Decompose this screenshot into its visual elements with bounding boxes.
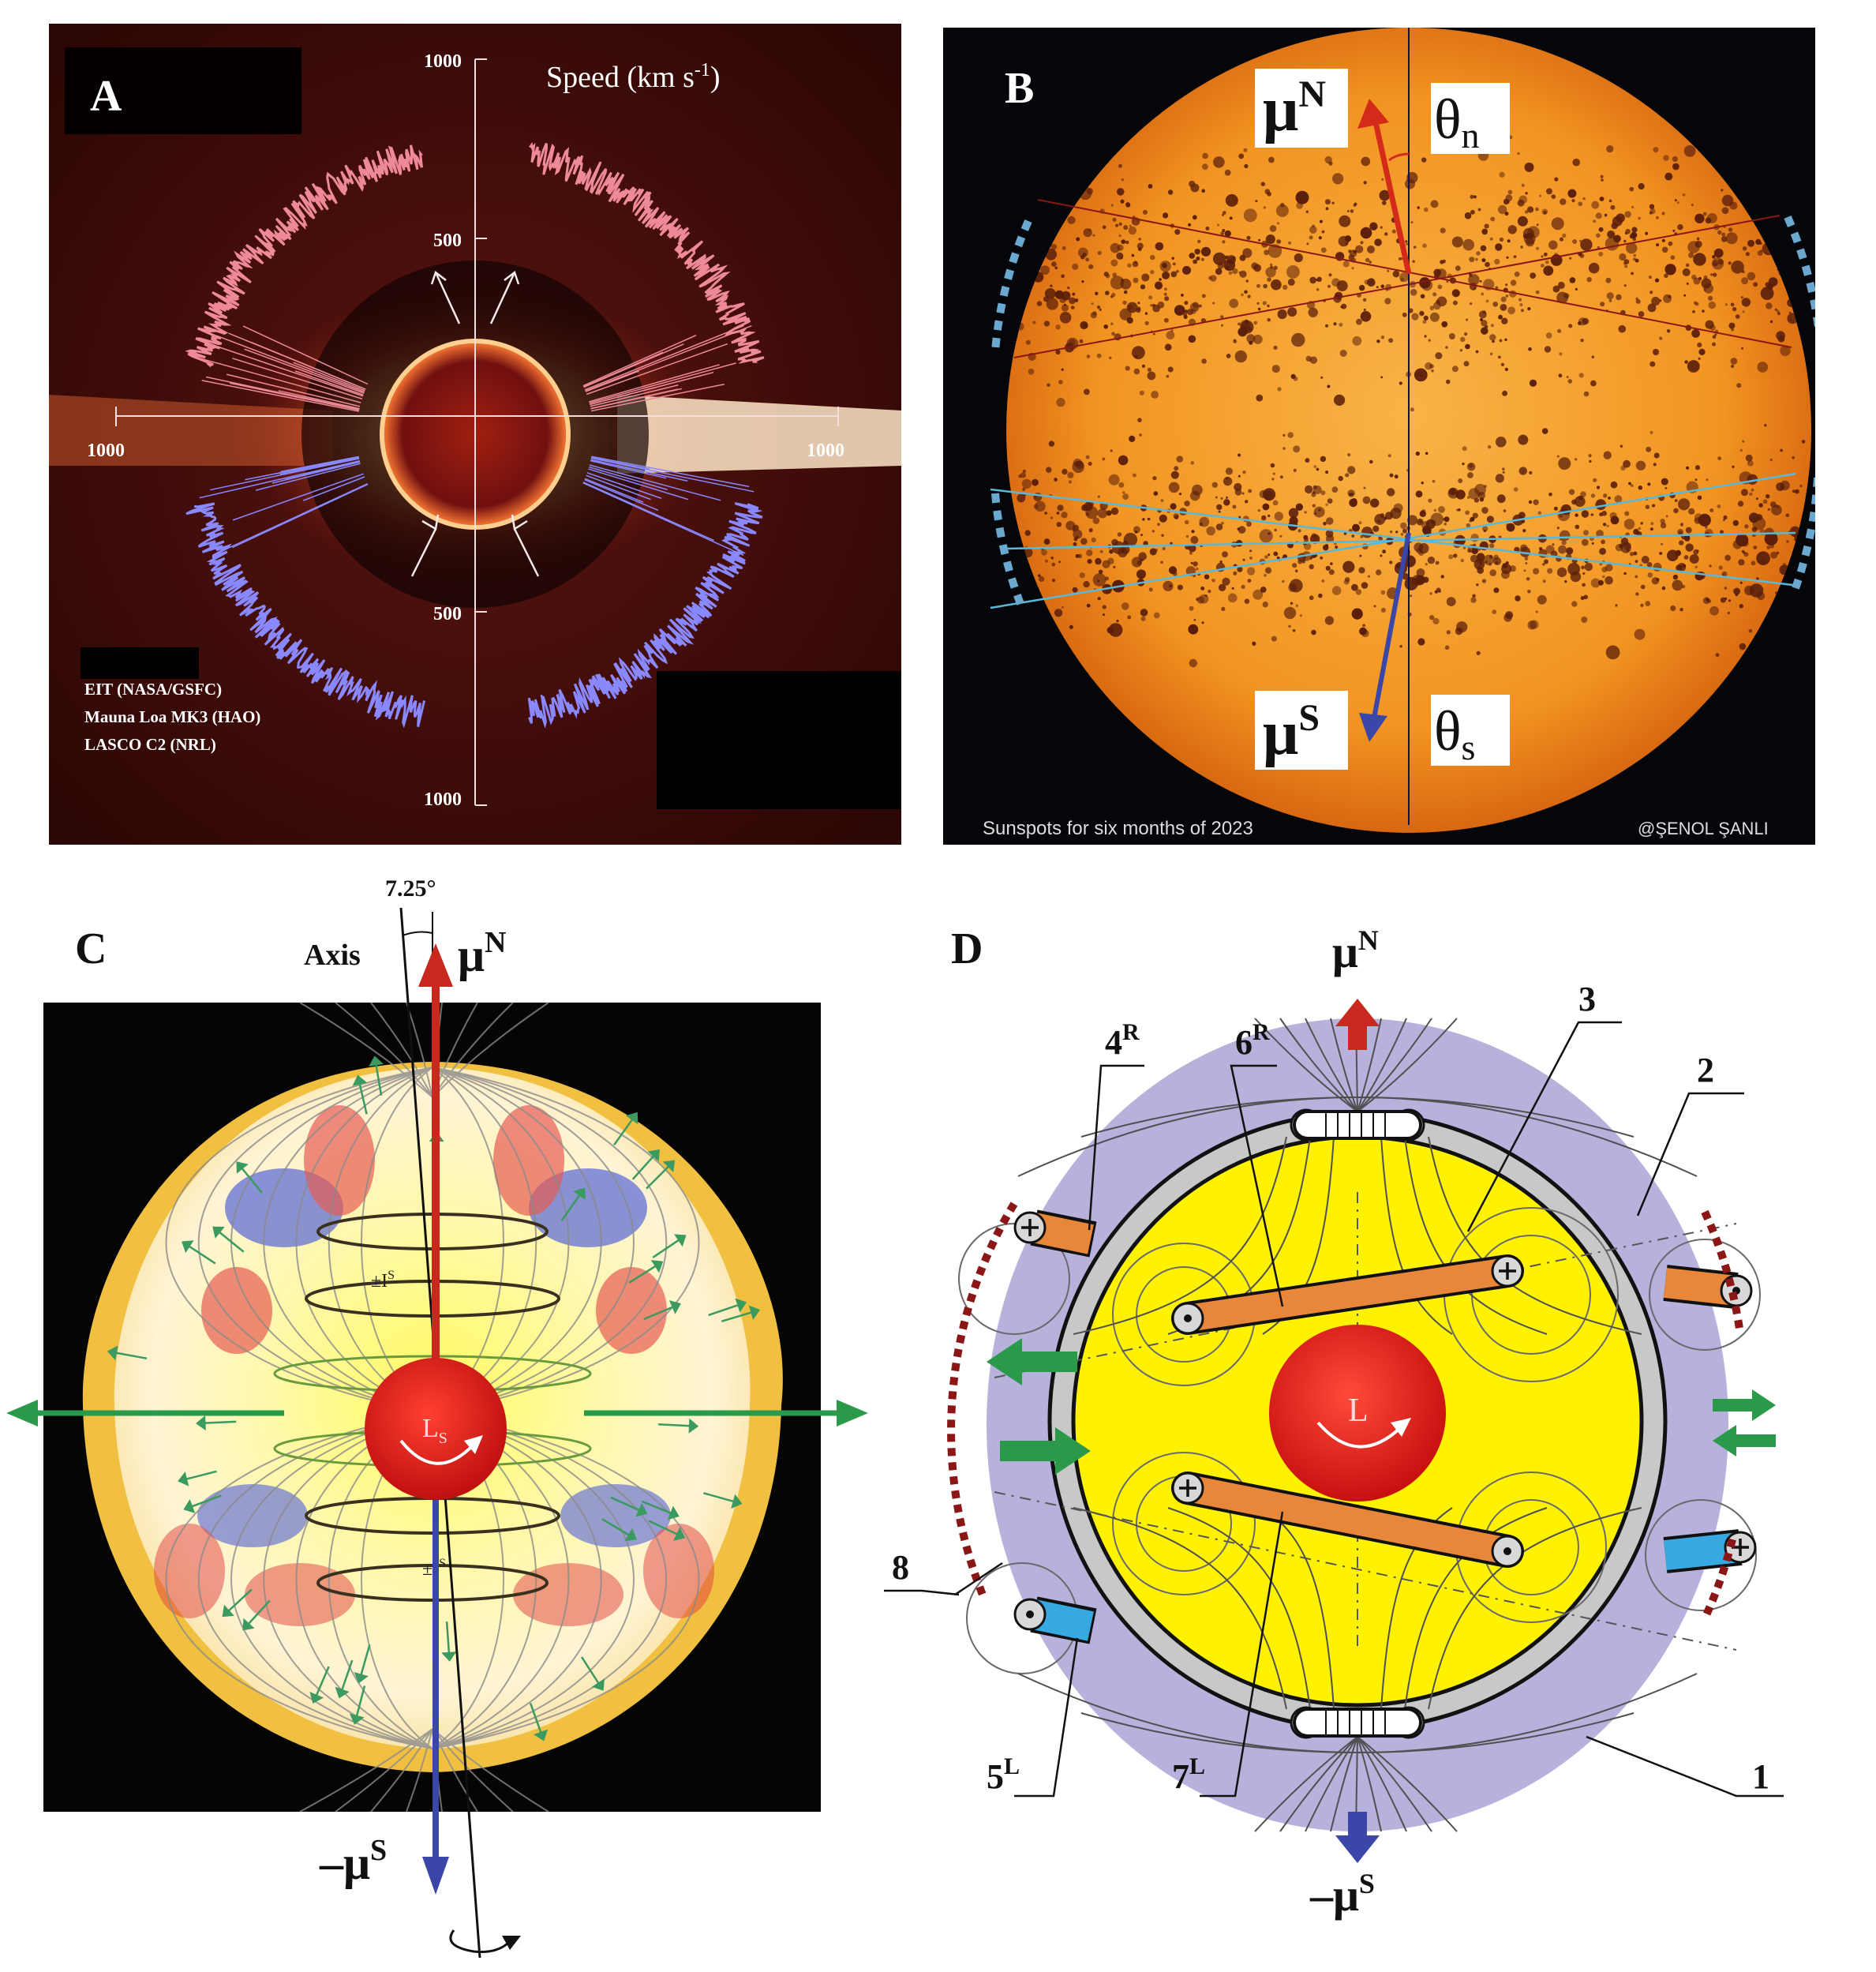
label-8: 8 [892, 1548, 909, 1587]
panel-d: L D μN –μS 4R 6R 3 2 8 5L 7L 1 [884, 860, 1876, 1966]
mu-n-arrowhead [418, 943, 453, 987]
panel-b: μN θn μS θs B Sunspots for six months of… [943, 28, 1815, 845]
core-rotation-arrowhead [464, 1435, 483, 1454]
equatorial-arrowhead-left [6, 1400, 38, 1427]
leader-8 [954, 1561, 1003, 1596]
mu-n-arrowhead [1357, 99, 1389, 129]
tick-right: 1000 [807, 441, 844, 461]
black-box-bottom-left [81, 647, 199, 679]
tick-left: 1000 [87, 441, 125, 461]
label-3: 3 [1578, 980, 1596, 1018]
panel-c: ±IS ±IS LS C 7.25° Axis μN –μS [6, 875, 868, 1959]
tilt-angle-label: 7.25° [385, 875, 436, 902]
streamer-left [49, 395, 333, 466]
label-1: 1 [1752, 1757, 1769, 1796]
label-2: 2 [1697, 1051, 1714, 1089]
mu-s-arrow [1371, 532, 1411, 723]
axis-spin-arrow [449, 1929, 511, 1953]
mu-n-label: μN [1332, 924, 1379, 977]
label-4R: 4R [1105, 1019, 1140, 1062]
panel-d-letter: D [951, 924, 983, 973]
sunspot-zone-arc-right [1701, 1209, 1744, 1335]
credit-lasco: LASCO C2 (NRL) [84, 735, 216, 754]
mu-s-arrow [1335, 1812, 1380, 1863]
equatorial-arrowhead-right [837, 1400, 868, 1427]
solar-core [1269, 1325, 1446, 1501]
axis-label: Axis [304, 939, 361, 972]
limb-marker-sw [991, 493, 1026, 609]
theta-n-label: θn [1434, 88, 1480, 156]
panel-a-title: Speed (km s-1) [546, 60, 721, 94]
fast-wind-south-trace [185, 456, 763, 729]
meridional-field-lines [1017, 1018, 1698, 1832]
panel-a-letter: A [90, 72, 122, 121]
mu-n-arrow [1372, 118, 1412, 275]
theta-n-arc [1388, 152, 1410, 162]
north-band-lines [1013, 199, 1792, 358]
mu-s-label: –μS [319, 1834, 387, 1889]
limb-marker-se [1792, 477, 1815, 590]
south-band-lines [990, 472, 1800, 609]
sunspot-zone-arc-left [947, 1202, 1018, 1596]
core-rotation-arrow [399, 1439, 475, 1465]
mu-s-label: –μS [1309, 1868, 1375, 1921]
mu-n-label-box [1255, 69, 1348, 148]
credit-mk3: Mauna Loa MK3 (HAO) [84, 707, 260, 726]
solar-core [365, 1358, 507, 1500]
tick-mid-bottom: 500 [433, 604, 462, 624]
panel-c-letter: C [75, 924, 107, 973]
flux-tube-6R [1171, 1254, 1524, 1335]
panel-b-letter: B [1005, 64, 1034, 113]
axis-spin-arrowhead [502, 1936, 521, 1950]
tilt-dashed-lines [994, 1192, 1737, 1651]
core-rotation-arrowhead [1391, 1418, 1411, 1437]
south-polar-window [1293, 1708, 1422, 1738]
credit-eit: EIT (NASA/GSFC) [84, 680, 222, 699]
leader-lines [884, 1021, 1784, 1798]
mu-n-arrow [1335, 999, 1380, 1050]
panel-b-credit: @ŞENOL ŞANLI [1638, 819, 1769, 838]
sunspot-field [1010, 135, 1807, 668]
mu-n-label: μN [458, 926, 506, 981]
fast-wind-north-trace [185, 141, 765, 412]
current-top-label: ±IS [371, 1269, 395, 1292]
north-polar-window [1293, 1110, 1422, 1140]
tick-mid-top: 500 [433, 231, 462, 251]
tick-bottom: 1000 [424, 789, 462, 810]
label-7L: 7L [1172, 1753, 1205, 1796]
sunspot-zone-arc-right-lower [1701, 1538, 1736, 1621]
streamer-right [617, 395, 901, 474]
theta-n-label-box [1431, 83, 1510, 154]
green-flow-arrows [987, 1338, 1776, 1475]
tick-top: 1000 [424, 51, 462, 72]
mu-s-arrowhead [1359, 713, 1387, 742]
theta-s-label-box [1431, 695, 1510, 766]
label-6R: 6R [1235, 1019, 1270, 1062]
mu-s-arrowhead [422, 1857, 449, 1895]
label-box-a [65, 47, 301, 134]
panel-a: A Speed (km s-1) 1000 500 1000 1000 500 … [49, 24, 901, 845]
flow-vectors [107, 1055, 761, 1741]
core-label: LS [422, 1414, 447, 1447]
outflow-arrows [410, 270, 540, 577]
flux-tube-7L [1171, 1472, 1524, 1568]
mu-n-label: μN [1263, 73, 1326, 144]
panel-b-caption: Sunspots for six months of 2023 [983, 818, 1253, 839]
mu-s-label-box [1255, 691, 1348, 770]
tilt-angle-arc [402, 931, 433, 936]
black-box-bottom-right [657, 671, 901, 809]
label-5L: 5L [987, 1753, 1020, 1796]
core-rotation-arrow [1316, 1421, 1402, 1449]
core-label: L [1348, 1393, 1369, 1429]
theta-s-label: θs [1434, 699, 1475, 767]
mu-s-label: μS [1263, 697, 1320, 768]
